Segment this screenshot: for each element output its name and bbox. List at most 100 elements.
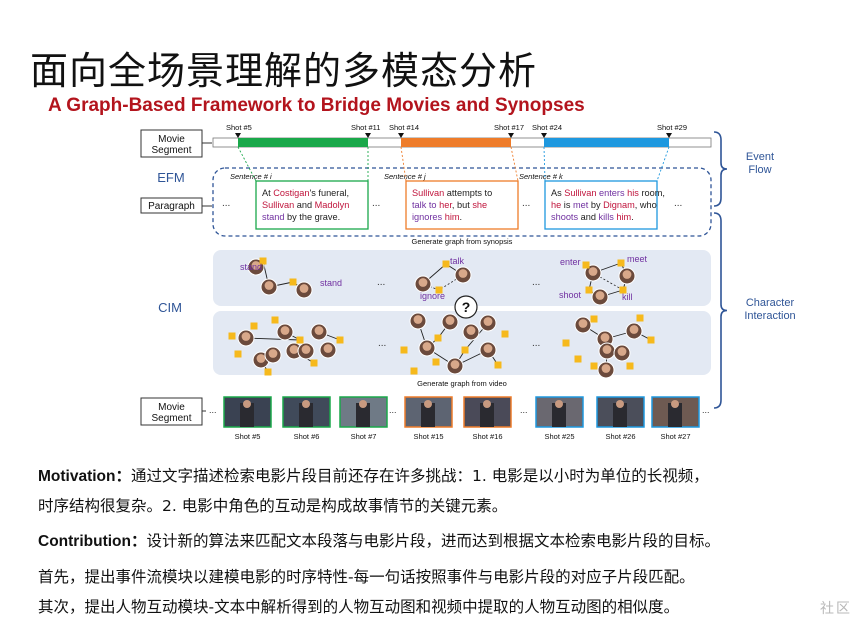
- sentence-word: Sullivan: [564, 188, 596, 198]
- segment-connector: [510, 146, 519, 182]
- ellipsis-frames-1: ...: [209, 405, 217, 415]
- sentence-text-line: As Sullivan enters his room,: [551, 188, 665, 198]
- face-skin: [588, 267, 598, 276]
- shot-label-top-0: Shot #5: [226, 123, 252, 132]
- contribution-line-3: 其次，提出人物互动模块-文本中解析得到的人物互动图和视频中提取的人物互动图的相似…: [38, 598, 680, 616]
- shot-label-top-4: Shot #24: [532, 123, 562, 132]
- sentence-word: and: [578, 212, 598, 222]
- contribution-line-2: 首先，提出事件流模块以建模电影的时序特性-每一句话按照事件与电影片段的对应子片段…: [38, 568, 695, 586]
- efm-region: [212, 167, 712, 237]
- graph-node: [647, 336, 655, 344]
- face-skin: [422, 342, 432, 351]
- character-interaction-label-2: Interaction: [744, 310, 795, 322]
- ellipsis-frames-3: ...: [520, 405, 528, 415]
- graph-node: [264, 368, 272, 376]
- sentence-word: At: [262, 188, 273, 198]
- face-skin: [241, 332, 251, 341]
- frame-figure: [299, 403, 313, 427]
- shot-label-bottom-2: Shot #7: [351, 432, 377, 441]
- segment-connector: [237, 146, 257, 182]
- sentence-word: talk: [412, 200, 427, 210]
- sentence-text-line: talk to her, but she: [412, 200, 487, 210]
- graph-node: [250, 322, 258, 330]
- face-skin: [600, 333, 610, 342]
- shot-marker: [365, 133, 371, 138]
- generate-from-synopsis-label: Generate graph from synopsis: [412, 237, 513, 246]
- sentence-label-0: Sentence # i: [230, 172, 272, 181]
- graph-node: [259, 257, 267, 265]
- shot-label-bottom-4: Shot #16: [472, 432, 502, 441]
- segment-connector: [400, 146, 407, 182]
- sentence-text-line: ignores him.: [412, 212, 462, 222]
- graph-node: [435, 286, 443, 294]
- graph-node: [590, 362, 598, 370]
- shot-marker: [235, 133, 241, 138]
- sentence-text-line: stand by the grave.: [262, 212, 340, 222]
- sentence-word: , but: [452, 200, 472, 210]
- frame-figure: [668, 403, 682, 427]
- movie-segment-label-box-top: [140, 129, 203, 158]
- verb-stand-1: stand: [240, 262, 262, 272]
- graph-node: [289, 278, 297, 286]
- ellipsis-frames-2: ...: [389, 405, 397, 415]
- shot-label-top-1: Shot #11: [351, 123, 380, 132]
- question-circle: [454, 295, 478, 319]
- frame-figure: [480, 403, 494, 427]
- verb-meet: meet: [627, 254, 648, 264]
- frame-figure: [240, 403, 254, 427]
- graph-node: [400, 346, 408, 354]
- frame-figure-head: [424, 400, 432, 408]
- shot-marker: [541, 133, 547, 138]
- graph-node: [574, 355, 582, 363]
- timeline-segment-orange: [401, 138, 511, 147]
- sentence-word: As: [551, 188, 564, 198]
- sentence-word: to: [426, 200, 439, 210]
- ellipsis-efm-1: ...: [372, 198, 380, 209]
- sentence-word: .: [460, 212, 463, 222]
- graph-node: [271, 316, 279, 324]
- shot-marker: [398, 133, 404, 138]
- ellipsis-efm-0: ...: [222, 198, 230, 209]
- verb-shoot: shoot: [559, 290, 582, 300]
- graph-node: [494, 361, 502, 369]
- timeline-segment-green: [238, 138, 368, 147]
- graph-node: [336, 336, 344, 344]
- paragraph-label: Paragraph: [148, 201, 195, 212]
- graph-node: [582, 261, 590, 269]
- frame-figure-head: [359, 400, 367, 408]
- movie-segment-label-bottom-2: Segment: [151, 413, 191, 424]
- graph-node: [461, 346, 469, 354]
- face-skin: [450, 360, 460, 369]
- graph-edge-dashed: [422, 283, 440, 291]
- slide-title-chinese: 面向全场景理解的多模态分析: [30, 49, 538, 93]
- graph-node: [590, 315, 598, 323]
- frame-figure-head: [671, 400, 679, 408]
- verb-kill: kill: [622, 292, 633, 302]
- face-skin: [268, 349, 278, 358]
- face-skin: [289, 345, 299, 354]
- frame-figure: [421, 403, 435, 427]
- contribution-line-1: Contribution：设计新的算法来匹配文本段落与电影片段，进而达到根据文本…: [38, 526, 720, 557]
- efm-label: EFM: [157, 170, 184, 185]
- cim-label: CIM: [158, 300, 182, 315]
- shot-label-top-5: Shot #29: [657, 123, 687, 132]
- sentence-word: by: [588, 200, 603, 210]
- face-skin: [466, 326, 476, 335]
- face-skin: [413, 315, 423, 324]
- graph-node: [617, 259, 625, 267]
- graph-node: [562, 339, 570, 347]
- movie-segment-label-top-2: Segment: [151, 145, 191, 156]
- graph-node: [626, 362, 634, 370]
- sentence-word: Sullivan: [262, 200, 294, 210]
- motivation-line-2: 时序结构很复杂。2. 电影中角色的互动是构成故事情节的关键元素。: [38, 497, 508, 515]
- sentence-word: shoots: [551, 212, 578, 222]
- graph-node: [296, 336, 304, 344]
- face-skin: [280, 326, 290, 335]
- graph-node: [432, 358, 440, 366]
- ellipsis-frames-4: ...: [702, 405, 710, 415]
- ellipsis-efm-3: ...: [674, 198, 682, 209]
- face-skin: [299, 284, 309, 293]
- sentence-word: him: [616, 212, 631, 222]
- sentence-word: and: [294, 200, 314, 210]
